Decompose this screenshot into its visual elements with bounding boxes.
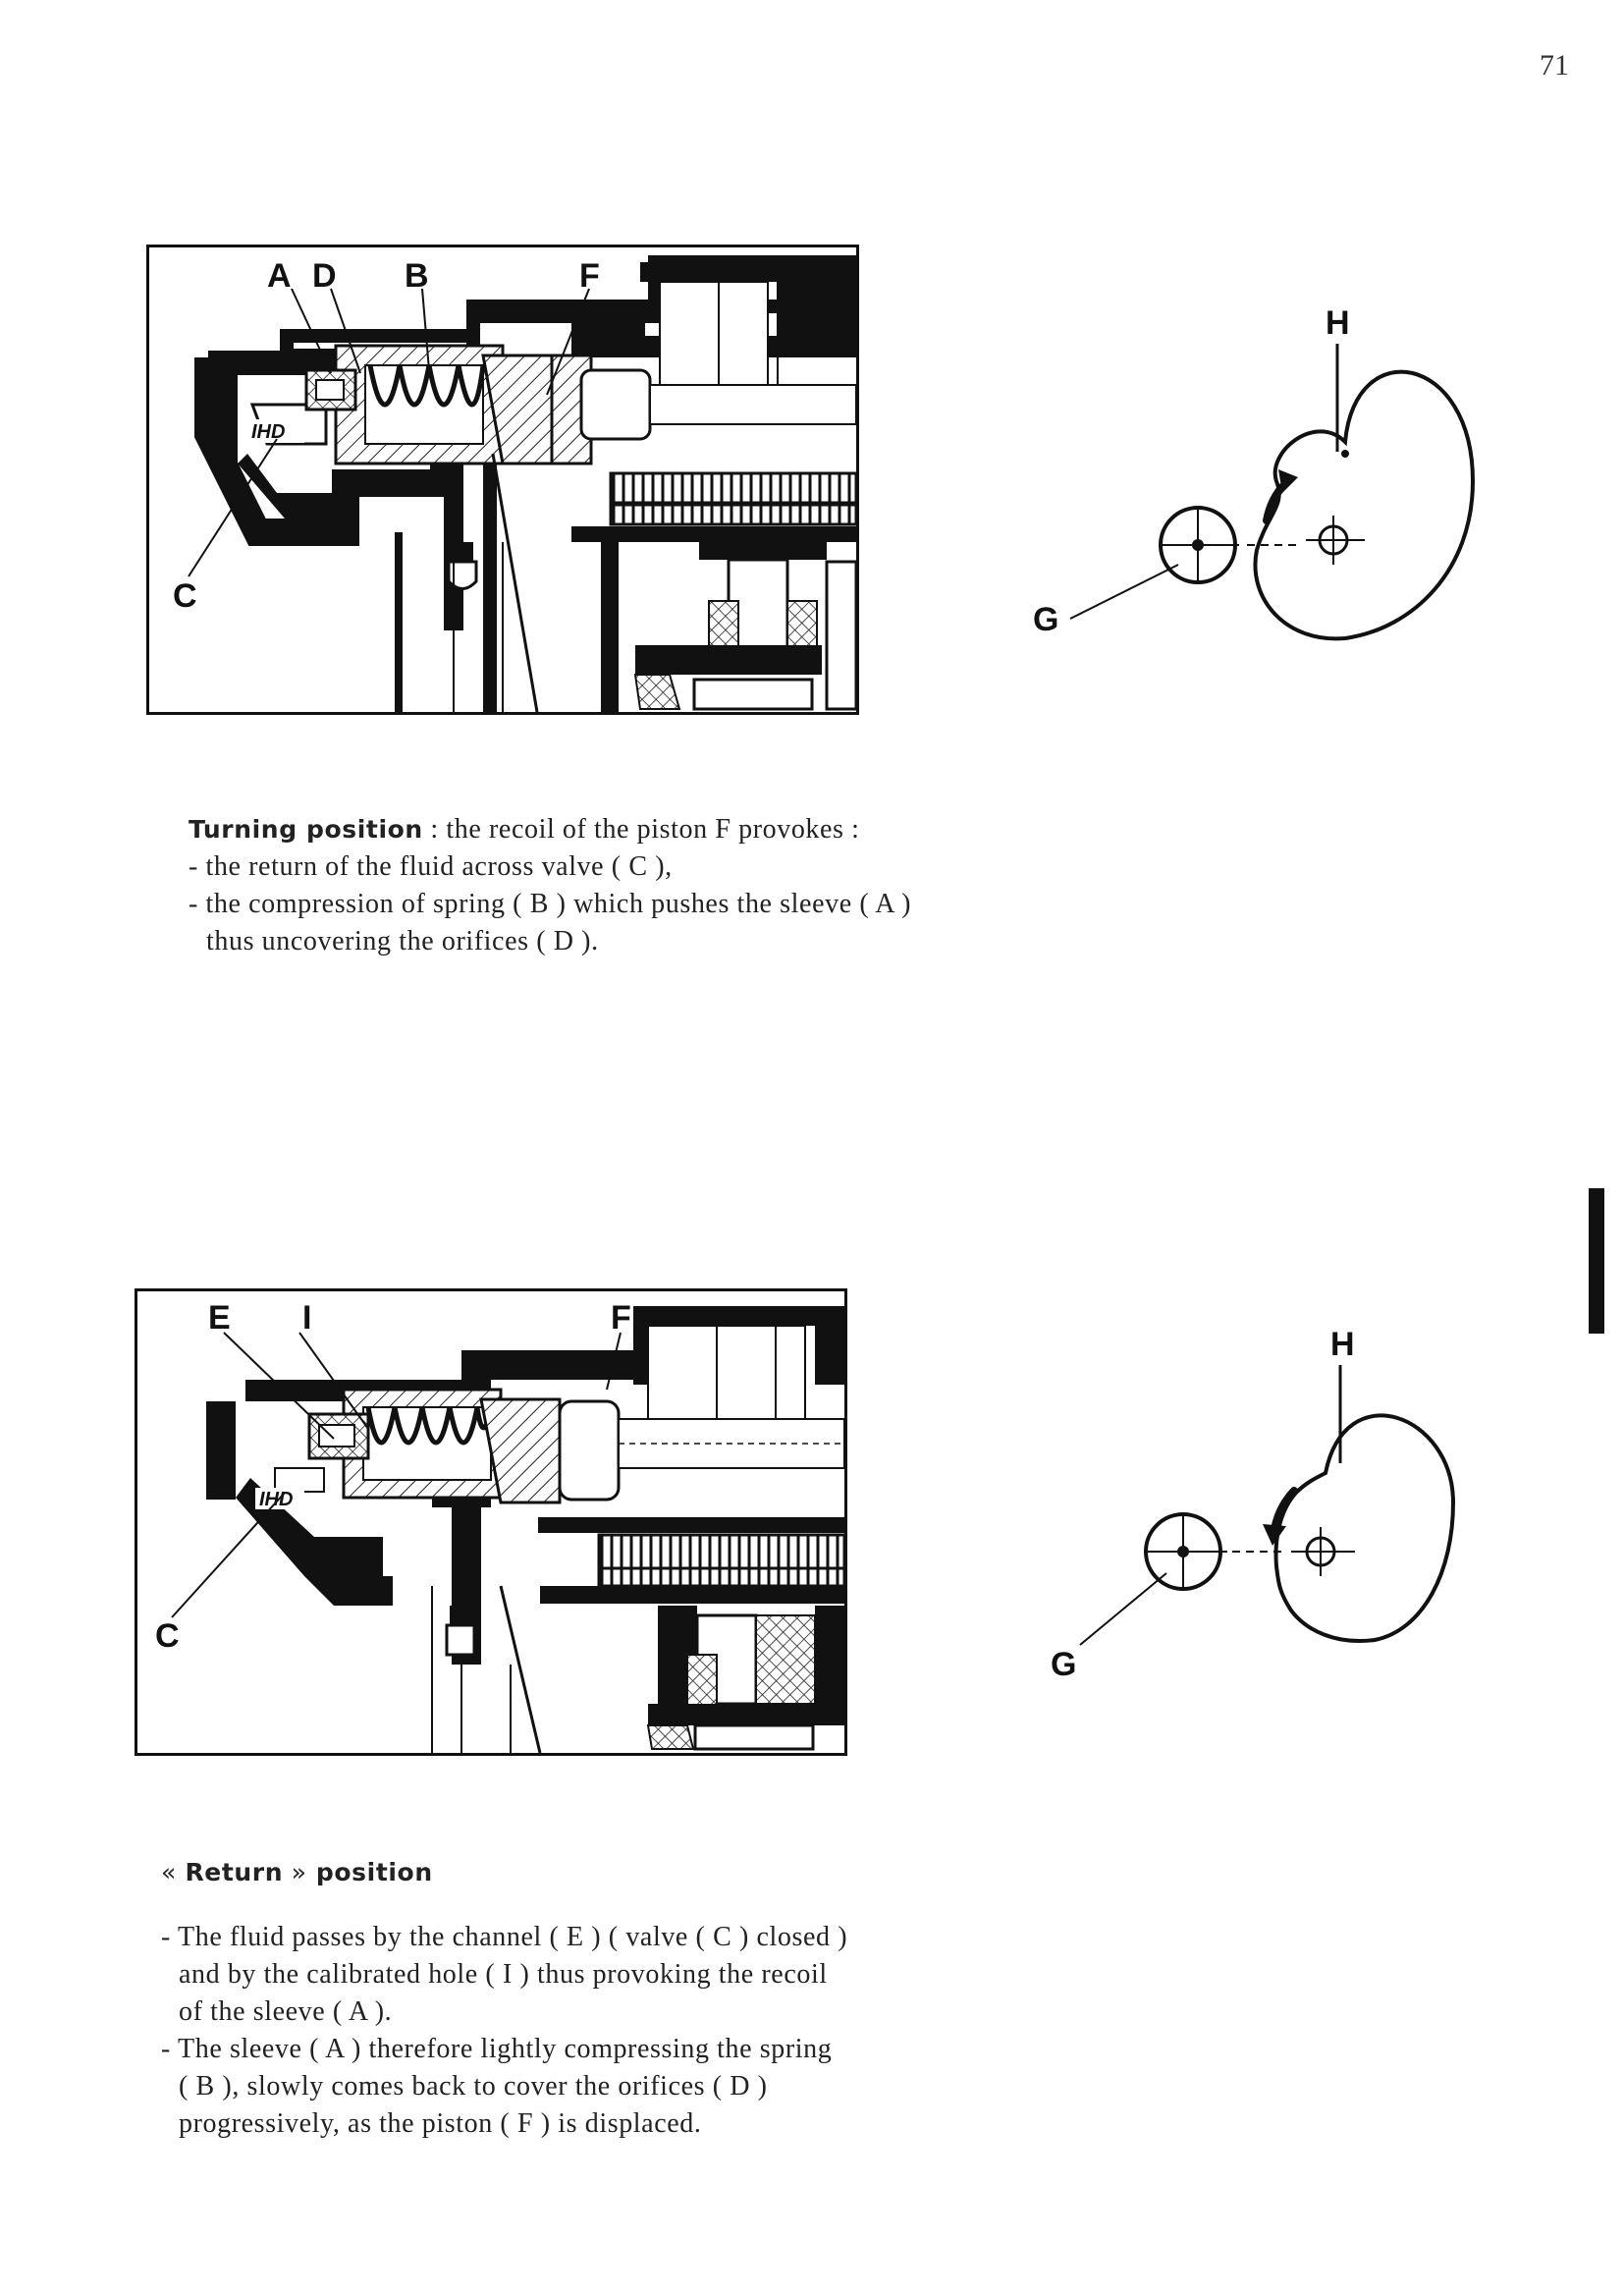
label-F: F [579, 257, 600, 295]
cam1-label-G: G [1033, 601, 1058, 638]
ihd-stamp: IHD [251, 421, 285, 443]
caption1-intro: : the recoil of the piston F provokes : [422, 814, 860, 845]
label-E: E [208, 1299, 231, 1337]
cam-diagram-return: H G [1021, 1316, 1492, 1689]
cam2-label-G: G [1051, 1646, 1076, 1683]
caption-turning-position: Turning position : the recoil of the pis… [189, 811, 935, 960]
page-number: 71 [1540, 49, 1569, 82]
page-edge-tab [1589, 1188, 1604, 1334]
caption1-heading: Turning position [189, 815, 423, 844]
caption1-item: - the return of the fluid across valve (… [189, 851, 673, 882]
caption-return-position: « Return » position - The fluid passes b… [161, 1854, 848, 2143]
turning-position-diagram: IHD A D B F C [146, 245, 859, 715]
label-C: C [155, 1617, 180, 1655]
ihd-stamp: IHD [259, 1489, 293, 1510]
label-C: C [173, 577, 197, 615]
caption1-item: - the compression of spring ( B ) which … [189, 889, 912, 956]
caption2-heading: « Return » position [161, 1858, 433, 1886]
return-position-diagram: IHD E I F C [135, 1288, 847, 1756]
cam1-label-H: H [1326, 304, 1350, 342]
label-B: B [405, 257, 429, 295]
cam-diagram-turning: H G [1021, 295, 1492, 668]
label-A: A [267, 257, 292, 295]
label-D: D [312, 257, 337, 295]
caption2-item: - The fluid passes by the channel ( E ) … [161, 1922, 848, 2027]
cam2-label-H: H [1330, 1326, 1355, 1363]
label-I: I [302, 1299, 311, 1337]
label-F: F [611, 1299, 631, 1337]
caption2-item: - The sleeve ( A ) therefore lightly com… [161, 2034, 833, 2139]
